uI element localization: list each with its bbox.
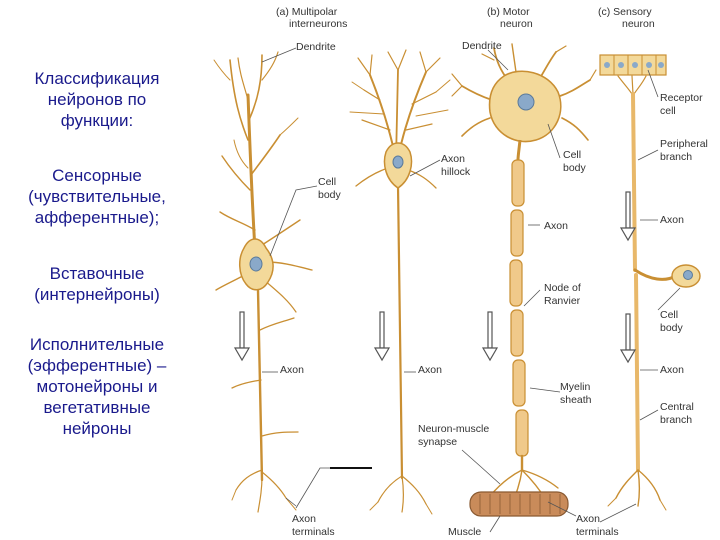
header-sensory: (c) Sensory (598, 6, 652, 18)
label-axon-terminals-a-2: terminals (292, 526, 335, 538)
arrow-a1 (233, 311, 251, 362)
label-neuron-muscle-synapse: Neuron-muscle (418, 423, 489, 435)
receptor-cells (599, 54, 667, 76)
label-axon-hillock: Axon (441, 153, 465, 165)
label-node-of-ranvier-2: Ranvier (544, 295, 581, 307)
neuron-multipolar-1 (213, 51, 313, 513)
label-peripheral-branch: Peripheral (660, 138, 708, 150)
label-receptor-cell-2: cell (660, 105, 676, 117)
label-cell-body-b-2: body (563, 162, 587, 174)
label-node-of-ranvier: Node of (544, 282, 581, 294)
motor-axon-myelin (509, 139, 529, 457)
inter-description: Вставочные (интернейроны) (34, 264, 160, 304)
arrow-c1 (619, 191, 637, 242)
label-axon-a1: Axon (280, 364, 304, 376)
nucleus-motor (517, 93, 535, 111)
label-axon-terminals-a: Axon (292, 513, 316, 525)
header-multipolar-sub: interneurons (289, 18, 347, 30)
label-receptor-cell: Receptor (660, 92, 703, 104)
label-cell-body-b: Cell (563, 149, 581, 161)
label-central-branch-2: branch (660, 414, 692, 426)
label-axon-a2: Axon (418, 364, 442, 376)
leader-lines (261, 47, 681, 533)
effector-description: Исполнительные (эфферентные) – мотонейро… (27, 335, 167, 438)
arrow-a2 (373, 311, 391, 362)
label-cell-body-c: Cell (660, 309, 678, 321)
header-multipolar: (a) Multipolar (276, 6, 338, 18)
label-axon-terminals-b: Axon (576, 513, 600, 525)
label-myelin-sheath: Myelin (560, 381, 591, 393)
header-motor-sub: neuron (500, 18, 533, 30)
muscle-fiber (469, 491, 569, 517)
label-muscle: Muscle (448, 526, 481, 538)
label-cell-body-a: Cell (318, 176, 336, 188)
label-central-branch: Central (660, 401, 694, 413)
header-sensory-sub: neuron (622, 18, 655, 30)
header-motor: (b) Motor (487, 6, 530, 18)
nucleus-multipolar-1 (249, 256, 263, 272)
label-dendrite-b: Dendrite (462, 40, 502, 52)
label-axon-hillock-2: hillock (441, 166, 471, 178)
arrow-b (481, 311, 499, 362)
sensory-description: Сенсорные (чувствительные, афферентные); (28, 166, 166, 227)
signal-direction-arrows (233, 191, 637, 364)
label-axon-terminals-b-2: terminals (576, 526, 619, 538)
label-myelin-sheath-2: sheath (560, 394, 592, 406)
label-axon-c1: Axon (660, 214, 684, 226)
arrow-c2 (619, 313, 637, 364)
heading-classification: Классификация нейронов по функции: (34, 69, 160, 130)
nucleus-sensory (683, 270, 693, 280)
label-neuron-muscle-synapse-2: synapse (418, 436, 457, 448)
nucleus-multipolar-2 (392, 155, 404, 169)
label-axon-b: Axon (544, 220, 568, 232)
label-cell-body-c-2: body (660, 322, 684, 334)
label-axon-c2: Axon (660, 364, 684, 376)
label-peripheral-branch-2: branch (660, 151, 692, 163)
label-cell-body-a-2: body (318, 189, 342, 201)
neuron-sensory (607, 75, 678, 511)
label-dendrite-a: Dendrite (296, 41, 336, 53)
